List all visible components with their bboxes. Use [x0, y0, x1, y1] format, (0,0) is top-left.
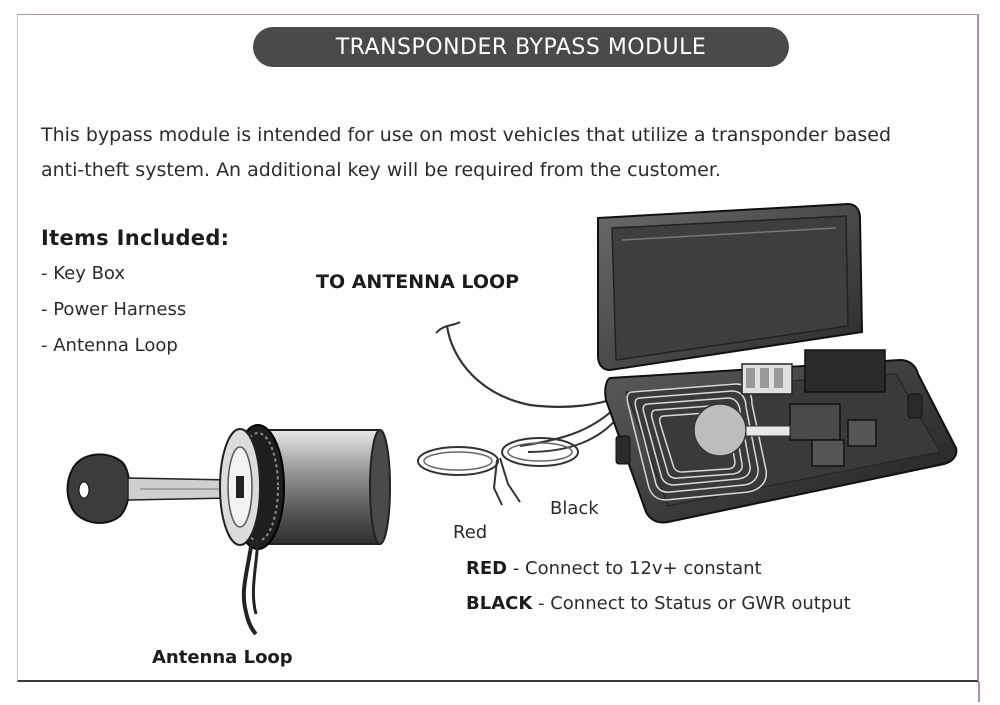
page-title: TRANSPONDER BYPASS MODULE	[253, 27, 789, 67]
page-title-text: TRANSPONDER BYPASS MODULE	[335, 34, 707, 60]
black-wire-note-text: - Connect to Status or GWR output	[532, 593, 851, 614]
items-included-list: - Key Box - Power Harness - Antenna Loop	[41, 260, 186, 368]
key-box-illustration	[597, 202, 958, 524]
red-wire-note-color: RED	[466, 558, 508, 579]
black-wire-note: BLACK - Connect to Status or GWR output	[466, 593, 851, 614]
antenna-loop-illustration	[66, 424, 391, 636]
items-included-heading: Items Included:	[41, 226, 230, 250]
red-wire-note-text: - Connect to 12v+ constant	[507, 558, 762, 579]
frame-corner-mark	[978, 682, 980, 702]
intro-paragraph: This bypass module is intended for use o…	[41, 118, 971, 188]
list-item: - Antenna Loop	[41, 335, 178, 356]
to-antenna-loop-label: TO ANTENNA LOOP	[316, 271, 520, 293]
black-wire-note-color: BLACK	[466, 593, 533, 614]
power-harness	[417, 407, 621, 506]
intro-line-1: This bypass module is intended for use o…	[41, 124, 892, 146]
document-frame	[17, 14, 979, 682]
red-wire-note: RED - Connect to 12v+ constant	[466, 558, 762, 579]
list-item: - Power Harness	[41, 299, 187, 320]
red-wire-label: Red	[453, 522, 488, 543]
list-item: - Key Box	[41, 263, 126, 284]
intro-line-2: anti-theft system. An additional key wil…	[41, 159, 721, 181]
antenna-lead-wire	[435, 321, 617, 408]
black-wire-label: Black	[550, 498, 599, 519]
antenna-loop-caption: Antenna Loop	[152, 647, 293, 668]
